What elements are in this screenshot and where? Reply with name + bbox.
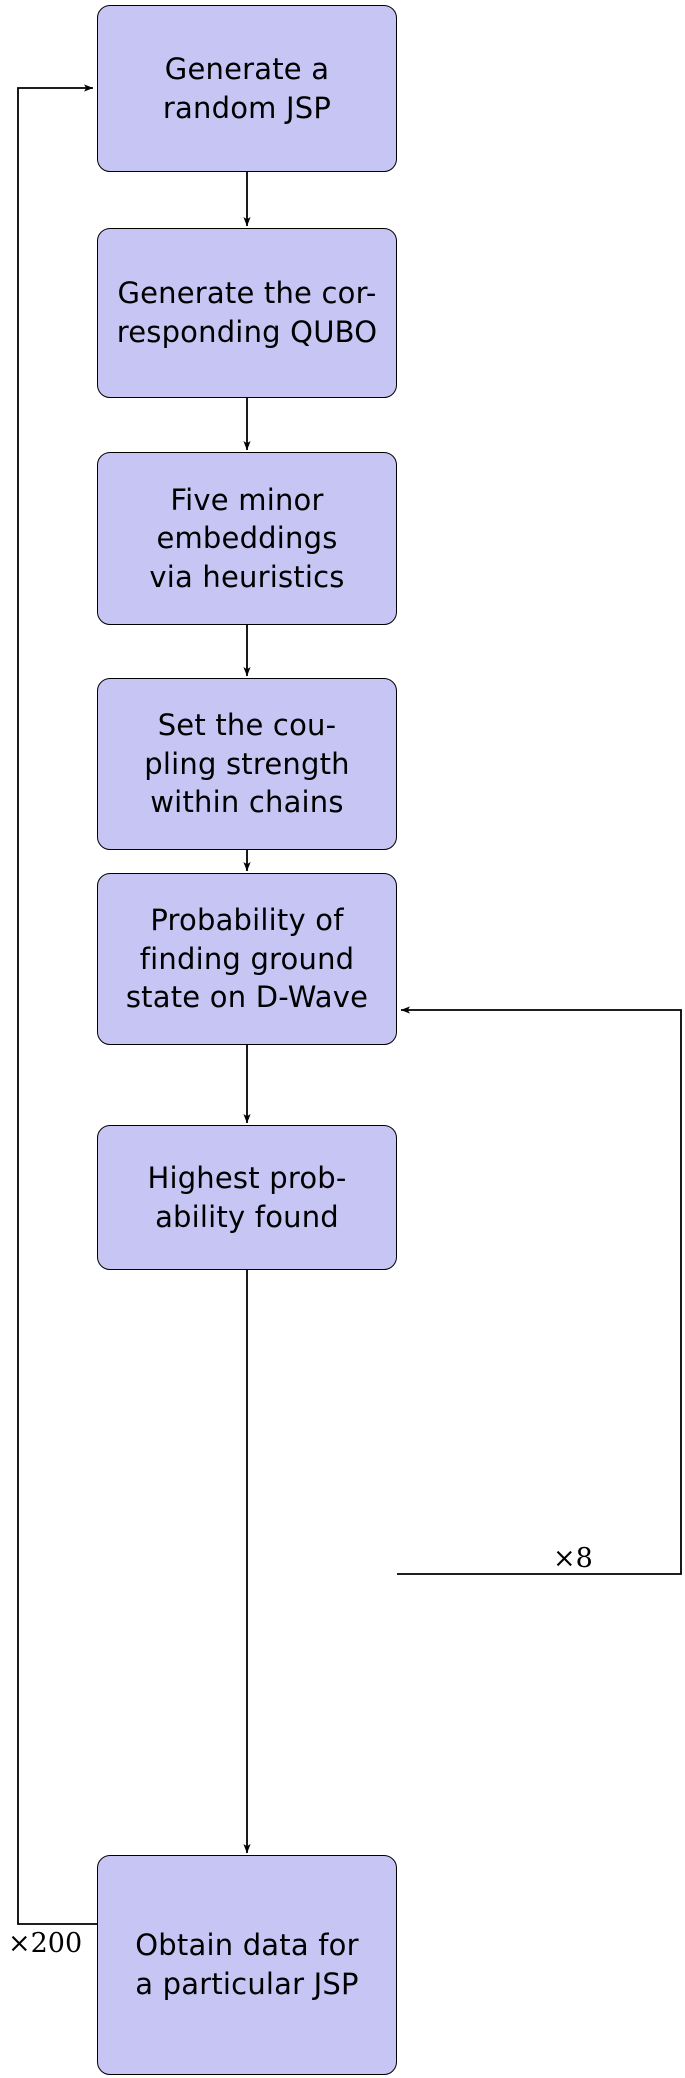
outer-loop-label-x200: ×200 bbox=[8, 1928, 83, 1959]
node-probability-ground-state[interactable]: Probability of finding ground state on D… bbox=[97, 873, 397, 1045]
node-set-coupling-strength[interactable]: Set the cou- pling strength within chain… bbox=[97, 678, 397, 850]
outer-feedback-loop-path bbox=[17, 84, 97, 1925]
node-generate-corresponding-qubo[interactable]: Generate the cor- responding QUBO bbox=[97, 228, 397, 398]
node-generate-random-jsp[interactable]: Generate a random JSP bbox=[97, 5, 397, 172]
node-highest-probability-found[interactable]: Highest prob- ability found bbox=[97, 1125, 397, 1270]
node-five-minor-embeddings[interactable]: Five minor embeddings via heuristics bbox=[97, 452, 397, 625]
inner-feedback-loop-path bbox=[397, 1006, 682, 1575]
node-obtain-data-particular-jsp[interactable]: Obtain data for a particular JSP bbox=[97, 1855, 397, 2075]
inner-loop-label-x8: ×8 bbox=[553, 1543, 593, 1574]
